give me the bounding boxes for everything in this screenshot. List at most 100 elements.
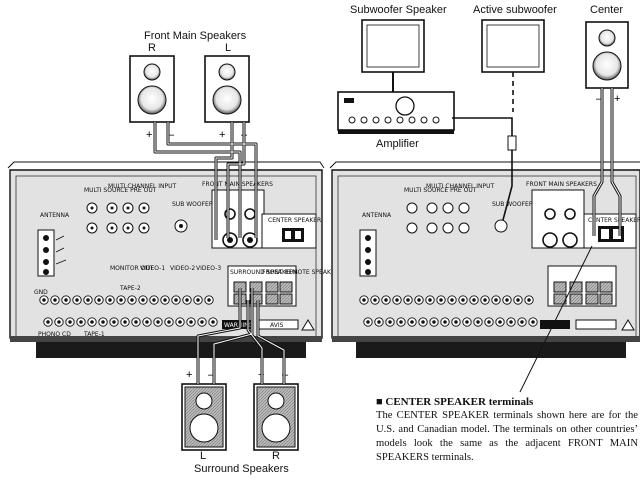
- rca-jack-pin: [46, 320, 50, 324]
- rca-jack-pin: [207, 298, 211, 302]
- rca-jack-pin: [527, 298, 531, 302]
- rca-jack-pin: [196, 298, 200, 302]
- rca-jack-pin: [516, 298, 520, 302]
- rca-jack-pin: [421, 320, 425, 324]
- multi-channel-label-right: MULTI CHANNEL INPUT: [426, 183, 495, 190]
- active-subwoofer: [481, 19, 545, 73]
- cd-label: CD: [62, 331, 71, 338]
- rca-jack-pin: [156, 320, 160, 324]
- rca-jack-pin: [97, 298, 101, 302]
- rca-jack-pin: [108, 298, 112, 302]
- rca-jack-pin: [487, 320, 491, 324]
- center-title: Center: [590, 4, 624, 16]
- tape-2-label: TAPE-2: [119, 285, 141, 292]
- note-heading: ■ CENTER SPEAKER terminals: [376, 396, 534, 408]
- front-left-label: L: [225, 42, 232, 54]
- rca-jack-pin: [167, 320, 171, 324]
- center-speaker-label-right: CENTER SPEAKER: [588, 217, 640, 224]
- front-remote-label: FRONT REMOTE SPEAKERS: [262, 269, 343, 276]
- surround-l-plus: +: [186, 369, 192, 381]
- multi-source-label-right: MULTI SOURCE PRE OUT: [404, 187, 477, 194]
- rca-jack-pin: [476, 320, 480, 324]
- rca-jack-pin: [509, 320, 513, 324]
- rca-jack-pin: [362, 298, 366, 302]
- rca-jack-pin: [461, 298, 465, 302]
- front-main-terminals-label: FRONT MAIN SPEAKERS: [202, 181, 273, 188]
- antenna-label: ANTENNA: [40, 212, 70, 219]
- rca-jack-pin: [465, 320, 469, 324]
- surround-speakers-title: Surround Speakers: [194, 463, 289, 475]
- rca-jack-pin: [64, 298, 68, 302]
- subwoofer-speaker: [361, 19, 425, 73]
- surround-speaker-l: [181, 383, 227, 451]
- monitor-out-label: MONITOR OUT: [110, 265, 154, 272]
- rca-jack-pin: [189, 320, 193, 324]
- rca-jack-pin: [185, 298, 189, 302]
- active-subwoofer-title: Active subwoofer: [473, 4, 557, 16]
- video-3-label: VIDEO-3: [196, 265, 221, 272]
- rca-jack-pin: [79, 320, 83, 324]
- rca-jack-pin: [531, 320, 535, 324]
- front-speaker-r: [129, 55, 175, 123]
- amplifier-title: Amplifier: [376, 138, 419, 150]
- video-1-label: VIDEO-1: [140, 265, 165, 272]
- gnd-label: GND: [34, 289, 48, 296]
- rca-jack-pin: [428, 298, 432, 302]
- center-speaker-label-left: CENTER SPEAKER: [268, 217, 321, 224]
- right-receiver: ANTENNA MULTI SOURCE PRE OUT MULTI CHANN…: [329, 161, 640, 358]
- rca-jack-pin: [57, 320, 61, 324]
- rca-jack-pin: [373, 298, 377, 302]
- rca-jack-pin: [450, 298, 454, 302]
- center-minus: –: [596, 93, 603, 105]
- rca-jack-pin: [443, 320, 447, 324]
- rca-jack-pin: [377, 320, 381, 324]
- rca-jack-pin: [395, 298, 399, 302]
- tape-1-label: TAPE-1: [83, 331, 105, 338]
- rca-jack-pin: [53, 298, 57, 302]
- note-body: The CENTER SPEAKER terminals shown here …: [376, 410, 638, 463]
- surround-left-label: L: [200, 450, 207, 462]
- antenna-label-right: ANTENNA: [362, 212, 392, 219]
- multi-channel-label: MULTI CHANNEL INPUT: [108, 183, 177, 190]
- rca-jack-pin: [432, 320, 436, 324]
- rca-jack-pin: [410, 320, 414, 324]
- rca-jack-pin: [152, 298, 156, 302]
- rca-jack-pin: [472, 298, 476, 302]
- surround-l-minus: –: [208, 369, 215, 381]
- rca-jack-pin: [200, 320, 204, 324]
- sub-woofer-label: SUB WOOFER PRE OUT: [172, 201, 242, 208]
- rca-jack-pin: [406, 298, 410, 302]
- rca-jack-pin: [123, 320, 127, 324]
- rca-jack-pin: [399, 320, 403, 324]
- rca-jack-pin: [134, 320, 138, 324]
- rca-jack-pin: [119, 298, 123, 302]
- rca-jack-pin: [86, 298, 90, 302]
- subwoofer-speaker-title: Subwoofer Speaker: [350, 4, 447, 16]
- front-speaker-l: [204, 55, 250, 123]
- rca-jack-pin: [494, 298, 498, 302]
- phono-label: PHONO: [38, 331, 60, 338]
- front-right-label: R: [148, 42, 156, 54]
- amplifier-to-receiver-cable: [452, 117, 513, 221]
- surround-right-label: R: [272, 450, 280, 462]
- rca-jack-pin: [130, 298, 134, 302]
- rca-jack-pin: [141, 298, 145, 302]
- left-receiver: ANTENNA MULTI SOURCE PRE OUT MULTI CHANN…: [7, 161, 343, 358]
- rca-jack-pin: [90, 320, 94, 324]
- multi-source-label: MULTI SOURCE PRE OUT: [84, 187, 157, 194]
- callout-line: [519, 245, 593, 393]
- rca-jack-pin: [163, 298, 167, 302]
- rca-jack-pin: [112, 320, 116, 324]
- amplifier: [337, 91, 455, 134]
- rca-jack-pin: [174, 298, 178, 302]
- rca-jack-pin: [145, 320, 149, 324]
- rca-jack-pin: [384, 298, 388, 302]
- rca-jack-pin: [366, 320, 370, 324]
- rca-jack-pin: [505, 298, 509, 302]
- surround-speaker-r: [253, 383, 299, 451]
- front-main-speakers-title: Front Main Speakers: [144, 30, 247, 42]
- center-speaker: [585, 21, 629, 89]
- rca-jack-pin: [498, 320, 502, 324]
- sub-woofer-label-right: SUB WOOFER PRE OUT: [492, 201, 562, 208]
